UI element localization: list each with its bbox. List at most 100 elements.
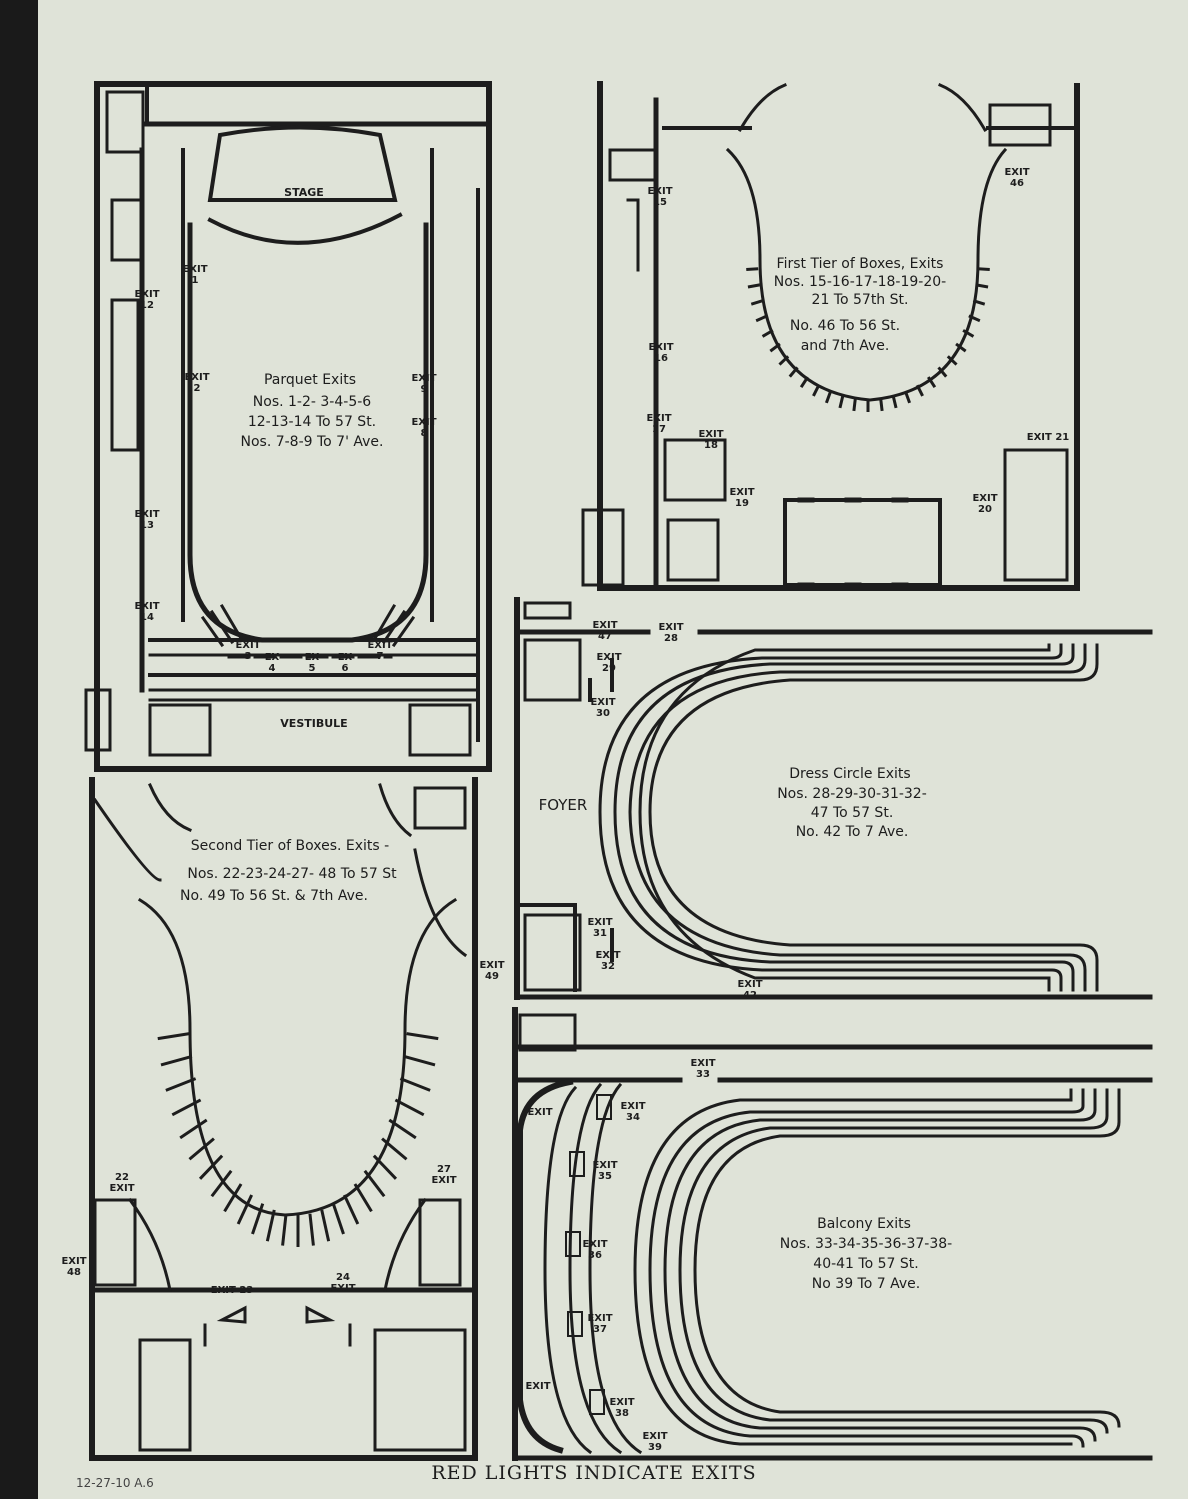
balcony-line-2: Nos. 33-34-35-36-37-38- [780,1236,952,1252]
box-seat [265,1209,276,1242]
box-seat [755,314,768,323]
exit-label-top: EXIT [235,640,260,651]
parquet-labels: STAGE VESTIBULE Parquet Exits Nos. 1-2- … [240,186,383,730]
exit-label-top: EXIT 23 [211,1285,254,1296]
exit-label-bottom: EXIT [431,1175,456,1186]
exit-label-bottom: 48 [67,1267,81,1278]
exit-label-top: EXIT [134,509,159,520]
box-seat [399,1077,431,1092]
exit-label-top: EXIT [737,979,762,990]
box-seat [955,342,967,353]
stage-label: STAGE [284,186,324,199]
exit-label-bottom: 16 [654,353,668,364]
exit-label-top: EXIT 21 [1027,432,1070,443]
box-seat [927,376,937,388]
exit-label-top: EXIT [642,1431,667,1442]
parquet-title: Parquet Exits [264,372,356,388]
box-seat [406,1032,439,1041]
box-seat [750,299,764,306]
exit-label-top: EXIT [61,1256,86,1267]
first-tier-line-5: and 7th Ave. [801,338,890,354]
second-tier-line-2: Nos. 22-23-24-27- 48 To 57 St [187,866,397,882]
dress-circle-plan [514,597,1153,1000]
box-seat [968,314,981,323]
box-seat [210,1169,233,1198]
vestibule-label: VESTIBULE [280,717,347,730]
exit-marker: EX6 [338,652,353,674]
program-page [38,0,1188,1499]
box-seat [188,1137,215,1161]
box-seat [171,1098,202,1117]
box-seat [281,1213,288,1246]
balcony-line-3: 40-41 To 57 St. [813,1256,918,1272]
second-tier-line-3: No. 49 To 56 St. & 7th Ave. [180,888,368,904]
exit-label-top: 27 [437,1164,451,1175]
exit-label-bottom: 29 [602,663,616,674]
balcony-plan [512,1007,1153,1461]
box-seat [342,1194,360,1225]
first-tier-plan [581,81,1080,591]
exit-label-top: EXIT [134,289,159,300]
exit-marker: EXIT [525,1381,550,1392]
box-seat [812,384,821,397]
box-seat [381,1137,408,1161]
first-tier-line-4: No. 46 To 56 St. [790,318,900,334]
box-seat [320,1209,331,1242]
box-seat [236,1194,254,1225]
box-seat [975,283,989,289]
dress-circle-line-3: 47 To 57 St. [811,805,894,821]
first-tier-line-3: 21 To 57th St. [812,292,909,308]
exit-label-bottom: 28 [664,633,678,644]
dress-circle-line-4: No. 42 To 7 Ave. [796,824,909,840]
first-tier-labels: First Tier of Boxes, Exits Nos. 15-16-17… [774,256,946,354]
exit-label-top: EXIT [182,264,207,275]
exit-label-bottom: 33 [696,1069,710,1080]
box-seat [838,395,845,409]
exit-label-bottom: 3 [245,651,252,662]
exit-label-top: EXIT [609,1397,634,1408]
exit-label-bottom: 19 [735,498,749,509]
exit-label-bottom: 17 [652,424,666,435]
box-seat [157,1032,190,1041]
box-seat [251,1203,265,1235]
exit-label-bottom: 30 [596,708,610,719]
parquet-line-2: 12-13-14 To 57 St. [248,414,376,430]
exit-marker: EX5 [305,652,320,674]
exit-label-top: EXIT [527,1107,552,1118]
exit-label-top: EXIT [582,1239,607,1250]
exit-label-top: EXIT [411,373,436,384]
exit-label-bottom: 18 [704,440,718,451]
exit-label-top: EXIT [587,917,612,928]
exit-label-top: EXIT [590,697,615,708]
box-seat [769,342,781,353]
exit-label-bottom: 39 [648,1442,662,1453]
footer-caption: RED LIGHTS INDICATE EXITS [431,1462,757,1484]
box-seat [778,355,790,366]
box-seat [388,1118,417,1140]
box-seat [403,1055,436,1067]
exit-label-bottom: 47 [598,631,612,642]
exit-marker: EX4 [265,652,280,674]
exit-label-top: EXIT [646,413,671,424]
exit-label-top: EXIT [595,950,620,961]
parquet-line-1: Nos. 1-2- 3-4-5-6 [253,394,371,410]
balcony-line-1: Balcony Exits [817,1216,911,1232]
